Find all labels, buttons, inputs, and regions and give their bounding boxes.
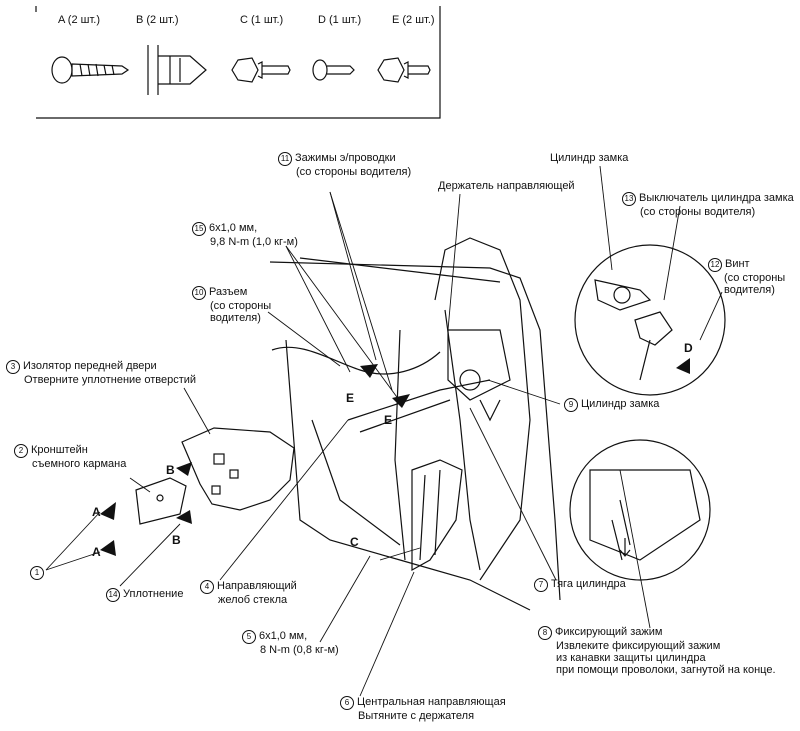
callout-7-line1: Тяга цилиндра <box>551 578 626 590</box>
callout-2-line1: Кронштейн <box>31 444 88 456</box>
letter-b-1: B <box>166 463 175 477</box>
part-d-label: D (1 шт.) <box>318 14 362 26</box>
callout-6-number: 6 <box>340 696 354 710</box>
bolt-c-icon <box>231 57 291 83</box>
cylinder-rod <box>394 329 406 561</box>
callout-5-line1: 6x1,0 мм, <box>259 630 308 642</box>
parts-box-frame <box>35 6 441 119</box>
letter-e-1: E <box>346 391 354 405</box>
glass-run-channel <box>347 379 491 421</box>
callout-6-line2: Вытяните с держателя <box>358 710 475 722</box>
callout-10-line3: водителя) <box>210 312 261 324</box>
leader-lines <box>45 165 723 697</box>
callout-9-line1: Цилиндр замка <box>581 398 660 410</box>
bolt-e-icon <box>377 57 431 83</box>
callout-3-line2: Отверните уплотнение отверстий <box>24 374 197 386</box>
letter-b-2: B <box>172 533 181 547</box>
part-e-label: E (2 шт.) <box>392 14 435 26</box>
callout-5-number: 5 <box>242 630 256 644</box>
callout-7-number: 7 <box>534 578 548 592</box>
part-c-label: C (1 шт.) <box>240 14 284 26</box>
part-a-label: A (2 шт.) <box>58 14 100 26</box>
callout-8-line1: Фиксирующий зажим <box>555 626 663 638</box>
callout-12-line1: Винт <box>725 258 750 270</box>
callout-6-line1: Центральная направляющая <box>357 696 506 708</box>
lock-mechanism <box>447 329 511 422</box>
center-guide <box>411 459 463 572</box>
callout-12-line3: водителя) <box>724 284 775 296</box>
callout-1-number: 1 <box>30 566 44 580</box>
callout-11-line1: Зажимы э/проводки <box>295 152 396 164</box>
callout-8-line2: Извлеките фиксирующий зажим <box>556 640 721 652</box>
lock-cylinder-top-label: Цилиндр замка <box>550 152 629 164</box>
wiring-harness <box>271 346 441 375</box>
callout-3-number: 3 <box>6 360 20 374</box>
screw-a-icon <box>51 56 130 84</box>
pocket-bracket <box>135 477 187 525</box>
screw-d-icon <box>312 59 355 81</box>
letter-a-2: A <box>92 545 101 559</box>
callout-8-line4: при помощи проволоки, загнутой на конце. <box>556 664 776 676</box>
callout-3-line1: Изолятор передней двери <box>23 360 157 372</box>
callout-4-number: 4 <box>200 580 214 594</box>
callout-4-line2: желоб стекла <box>218 594 288 606</box>
callout-8-line3: из канавки защиты цилиндра <box>556 652 706 664</box>
callout-14-number: 14 <box>106 588 120 602</box>
door-insulator <box>181 427 295 511</box>
clip-b-icon <box>147 45 207 95</box>
letter-d: D <box>684 341 693 355</box>
callout-13-line2: (со стороны водителя) <box>640 206 756 218</box>
callout-11-line2: (со стороны водителя) <box>296 166 412 178</box>
letter-a-1: A <box>92 505 101 519</box>
callout-5-line2: 8 N-m (0,8 кг-м) <box>260 644 339 656</box>
callout-13-number: 13 <box>622 192 636 206</box>
callout-15-line1: 6x1,0 мм, <box>209 222 258 234</box>
callout-15-line2: 9,8 N-m (1,0 кг-м) <box>210 236 298 248</box>
callout-2-number: 2 <box>14 444 28 458</box>
callout-12-line2: (со стороны <box>724 272 786 284</box>
callout-2-line2: съемного кармана <box>32 458 127 470</box>
callout-14-line1: Уплотнение <box>123 588 184 600</box>
parts-list: A (2 шт.) B (2 шт.) C (1 шт.) D (1 шт.) … <box>36 10 440 118</box>
callout-4-line1: Направляющий <box>217 580 297 592</box>
callout-8-number: 8 <box>538 626 552 640</box>
callout-9-number: 9 <box>564 398 578 412</box>
lock-cylinder-inset <box>574 244 726 396</box>
callout-12-number: 12 <box>708 258 722 272</box>
retaining-clip-inset <box>569 439 711 581</box>
door-frame <box>269 237 561 611</box>
arrowheads <box>100 358 690 556</box>
callout-13-line1: Выключатель цилиндра замка <box>639 192 794 204</box>
callout-15-number: 15 <box>192 222 206 236</box>
callout-10-number: 10 <box>192 286 206 300</box>
part-b-label: B (2 шт.) <box>136 14 179 26</box>
callout-1: 1 <box>30 566 47 580</box>
guide-holder-label: Держатель направляющей <box>438 180 575 192</box>
callout-10-line2: (со стороны <box>210 300 272 312</box>
callout-11-number: 11 <box>278 152 292 166</box>
callout-10-line1: Разъем <box>209 286 248 298</box>
letter-c: C <box>350 535 359 549</box>
letter-e-2: E <box>384 413 392 427</box>
